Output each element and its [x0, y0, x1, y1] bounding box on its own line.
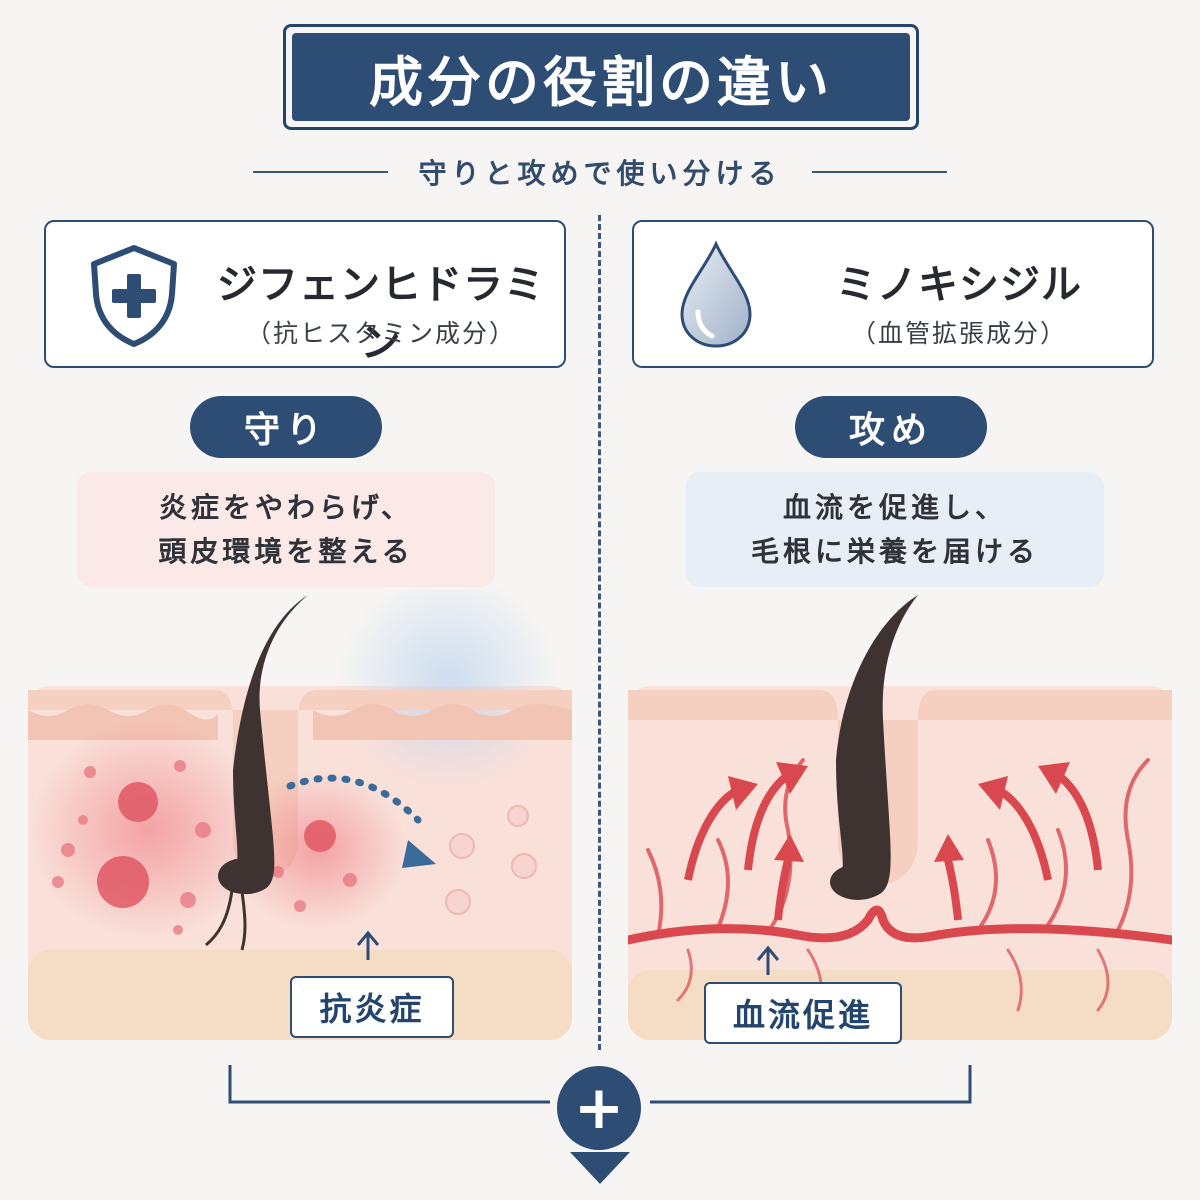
ingredient-category-right: （血管拡張成分） [850, 319, 1067, 348]
description-left: 炎症をやわらげ、 頭皮環境を整える [77, 472, 495, 587]
description-right-line-2: 毛根に栄養を届ける [750, 534, 1039, 568]
description-left-line-1: 炎症をやわらげ、 [158, 490, 414, 524]
scalp-bloodflow-illustration [628, 595, 1172, 1040]
inflammation-cells [97, 782, 336, 908]
water-drop-icon [680, 240, 752, 348]
effect-label-anti-inflammatory: 抗炎症 [290, 976, 454, 1038]
ingredient-name-left: ジフェンヒドラミン [217, 262, 545, 366]
card-minoxidil: ミノキシジル （血管拡張成分） [632, 220, 1154, 368]
scalp-inflammation-illustration [28, 590, 572, 1040]
subtitle-row: 守りと攻めで使い分ける [0, 150, 1200, 194]
ingredient-category-left: （抗ヒスタミン成分） [245, 319, 516, 348]
role-badge-offense: 攻め [795, 396, 987, 458]
center-divider [598, 215, 601, 1050]
shield-plus-icon [91, 245, 177, 347]
subtitle-line-left [253, 171, 389, 173]
effect-label-blood-flow: 血流促進 [704, 982, 902, 1044]
card-diphenhydramine: ジフェンヒドラミン （抗ヒスタミン成分） [44, 220, 566, 368]
ingredient-name-right: ミノキシジル [836, 262, 1082, 308]
description-right-line-1: 血流を促進し、 [782, 490, 1007, 524]
combine-bracket [228, 1065, 972, 1184]
subtitle: 守りと攻めで使い分ける [418, 157, 782, 190]
down-arrow-icon [570, 1152, 630, 1184]
page-title: 成分の役割の違い [292, 33, 910, 121]
plus-icon: + [557, 1066, 641, 1150]
description-left-line-2: 頭皮環境を整える [158, 534, 414, 568]
subtitle-line-right [811, 171, 947, 173]
title-frame: 成分の役割の違い [283, 24, 919, 130]
role-badge-defense: 守り [190, 396, 382, 458]
description-right: 血流を促進し、 毛根に栄養を届ける [686, 472, 1104, 587]
bloodflow-arrows [684, 762, 1102, 921]
